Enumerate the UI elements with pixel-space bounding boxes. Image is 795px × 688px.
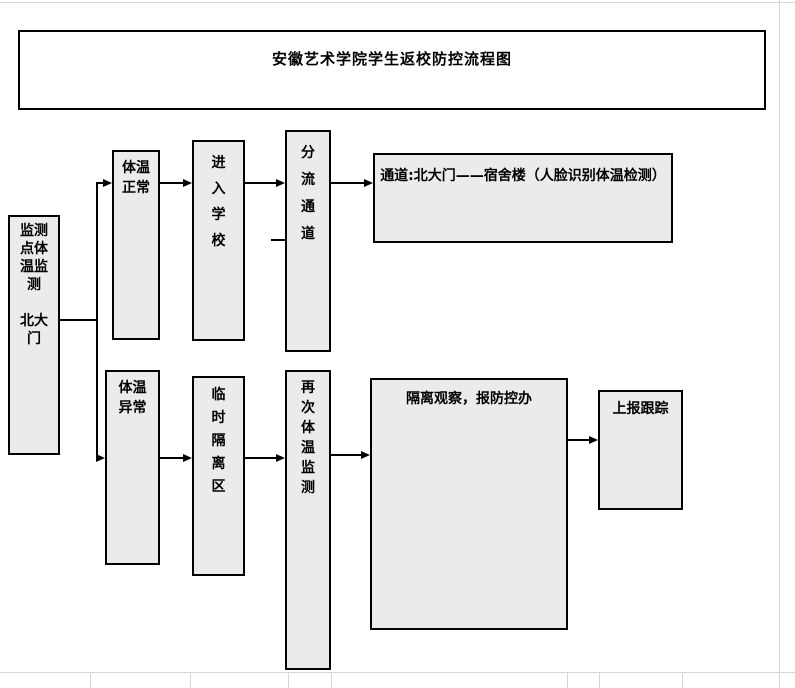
node-enter-school: 进 入 学 校 xyxy=(192,140,245,341)
node-diversion-channel: 分 流 通 道 xyxy=(285,130,331,352)
arrow-isolation-to-recheck-head xyxy=(276,454,285,462)
gridline-tick-7 xyxy=(682,672,683,688)
connector-diversion-stub xyxy=(271,239,285,241)
node-isolation-observation: 隔离观察，报防控办 xyxy=(370,378,568,630)
arrow-observe-to-report-head xyxy=(589,436,598,444)
node-recheck-temperature: 再 次 体 温 监 测 xyxy=(285,370,331,670)
node-temp-abnormal: 体温异常 xyxy=(105,370,160,565)
gridline-tick-1 xyxy=(90,672,91,688)
node-report-tracking: 上报跟踪 xyxy=(598,390,683,510)
arrow-normal-to-enter-head xyxy=(183,179,192,187)
arrow-enter-to-diversion-head xyxy=(276,179,285,187)
gridline-tick-4 xyxy=(331,672,332,688)
arrow-abnormal-to-isolation-line xyxy=(160,457,183,459)
node-temp-normal: 体温正常 xyxy=(112,150,160,340)
node-temp-isolation-area: 临 时 隔 离 区 xyxy=(192,376,245,576)
arrow-enter-to-diversion-line xyxy=(245,182,276,184)
gridline-tick-5 xyxy=(567,672,568,688)
arrow-observe-to-report-line xyxy=(568,439,589,441)
connector-monitor-stub xyxy=(60,319,97,321)
arrow-recheck-to-observe-line xyxy=(331,454,361,456)
gridline-right xyxy=(779,0,780,688)
gridline-tick-2 xyxy=(190,672,191,688)
arrow-normal-to-enter-line xyxy=(160,182,183,184)
gridline-top xyxy=(0,2,795,3)
arrow-diversion-to-route-head xyxy=(364,179,373,187)
arrow-recheck-to-observe-head xyxy=(361,451,370,459)
node-channel-route: 通道:北大门——宿舍楼（人脸识别体温检测） xyxy=(373,153,673,243)
node-monitor-point: 监测点体温监测 北大门 xyxy=(8,215,60,455)
arrow-abnormal-to-isolation-head xyxy=(183,454,192,462)
connector-branch-vertical xyxy=(96,182,98,460)
arrow-isolation-to-recheck-line xyxy=(245,457,276,459)
flowchart-title: 安徽艺术学院学生返校防控流程图 xyxy=(271,50,512,68)
arrow-branch-to-normal-line xyxy=(97,182,103,184)
arrow-branch-to-abnormal-head xyxy=(96,454,105,462)
flowchart-title-box: 安徽艺术学院学生返校防控流程图 xyxy=(18,30,766,110)
gridline-tick-6 xyxy=(599,672,600,688)
arrow-diversion-to-route-line xyxy=(331,182,364,184)
gridline-bottom xyxy=(0,672,795,673)
gridline-tick-3 xyxy=(288,672,289,688)
arrow-branch-to-normal-head xyxy=(103,179,112,187)
